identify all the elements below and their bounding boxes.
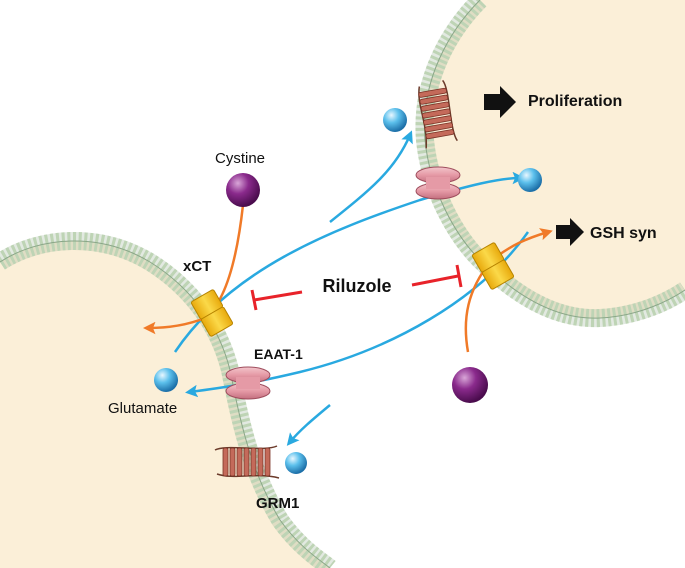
xct-transporter-right-icon bbox=[471, 242, 515, 290]
label-cystine: Cystine bbox=[215, 150, 265, 167]
flow-to-right-grm1 bbox=[329, 130, 413, 223]
xct-transporter-left-icon bbox=[190, 289, 234, 337]
output-arrow-proliferation-icon bbox=[484, 86, 516, 118]
glutamate-molecule-icon bbox=[154, 368, 178, 392]
glutamate-flow-arrows bbox=[173, 130, 530, 446]
flow-to-left-grm1 bbox=[286, 404, 331, 446]
glutamate-molecule-top-icon bbox=[383, 108, 407, 132]
label-proliferation: Proliferation bbox=[528, 93, 622, 110]
output-arrow-gsh-icon bbox=[556, 218, 584, 246]
inhibition-arrow-right-icon bbox=[411, 264, 463, 288]
flow-right-to-left-eaat bbox=[185, 231, 530, 398]
eaat1-transporter-left-icon bbox=[225, 366, 271, 400]
cystine-molecule-icon bbox=[226, 173, 260, 207]
left-cell-cytoplasm bbox=[0, 241, 330, 568]
grm1-receptor-icon bbox=[214, 445, 280, 479]
label-grm1: GRM1 bbox=[256, 495, 299, 512]
label-gsh-syn: GSH syn bbox=[590, 225, 657, 242]
glutamate-molecule-grm1-icon bbox=[285, 452, 307, 474]
cystine-molecule-right-icon bbox=[452, 367, 488, 403]
eaat1-transporter-right-icon bbox=[415, 166, 461, 200]
flow-left-to-right-eaat bbox=[173, 171, 525, 353]
right-cell-cytoplasm bbox=[424, 0, 685, 319]
glutamate-molecule-right-icon bbox=[518, 168, 542, 192]
grm1-receptor-right-icon bbox=[418, 79, 458, 149]
label-eaat1: EAAT-1 bbox=[254, 346, 303, 362]
label-glutamate: Glutamate bbox=[108, 400, 177, 417]
label-xct: xCT bbox=[183, 258, 211, 275]
left-cell-membrane bbox=[0, 232, 336, 568]
label-riluzole: Riluzole bbox=[322, 276, 391, 296]
inhibition-arrow-left-icon bbox=[250, 289, 303, 311]
